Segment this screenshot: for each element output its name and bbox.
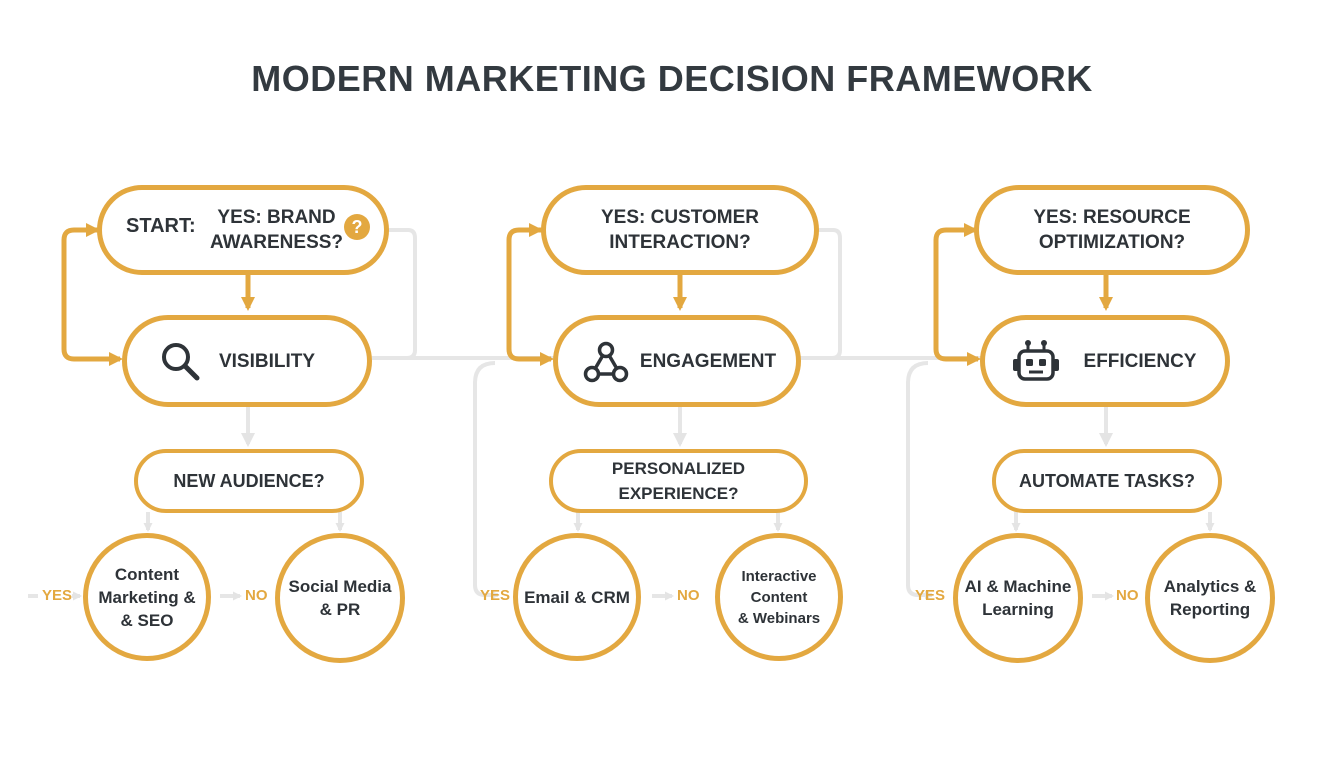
sub-question-text: AUTOMATE TASKS? <box>1019 470 1195 491</box>
sub-question-automate-tasks: AUTOMATE TASKS? <box>992 449 1222 513</box>
sub-question-text: NEW AUDIENCE? <box>173 470 325 491</box>
outcome-text: AI & Machine Learning <box>964 577 1072 619</box>
no-label: NO <box>677 587 700 604</box>
outcome-text: Social Media & PR <box>288 577 392 619</box>
outcome-social-media-pr: Social Media & PR <box>275 533 405 663</box>
question-text: YES: RESOURCE OPTIMIZATION? <box>1033 207 1191 253</box>
question-node-brand-awareness: YES: BRAND AWARENESS? <box>97 185 389 275</box>
question-icon: ? <box>344 214 370 240</box>
start-label: START: <box>126 215 196 237</box>
stage-label: EFFICIENCY <box>1083 350 1197 372</box>
no-label: NO <box>1116 587 1139 604</box>
connector-col2-yes-rail <box>473 361 500 600</box>
loop-col3 <box>933 227 981 366</box>
stage-node-visibility: VISIBILITY <box>122 315 372 407</box>
magnifier-icon <box>162 343 200 381</box>
stage-node-efficiency: EFFICIENCY <box>980 315 1230 407</box>
question-text: YES: CUSTOMER INTERACTION? <box>600 207 759 253</box>
stage-label: ENGAGEMENT <box>639 350 777 372</box>
connector-col3-yes-rail <box>906 361 934 600</box>
stage-label: VISIBILITY <box>218 350 316 372</box>
outcome-text: Email & CRM <box>524 587 630 607</box>
outcome-text: Content Marketing & & SEO <box>98 564 196 630</box>
sub-question-new-audience: NEW AUDIENCE? <box>134 449 364 513</box>
outcome-ai-machine-learning: AI & Machine Learning <box>953 533 1083 663</box>
yes-label: YES <box>42 587 73 604</box>
outcome-text: Interactive Content & Webinars <box>737 567 821 627</box>
outcome-analytics-reporting: Analytics & Reporting <box>1145 533 1275 663</box>
question-text: YES: BRAND AWARENESS? <box>210 207 344 253</box>
sub-question-text: PERSONALIZED EXPERIENCE? <box>611 459 746 503</box>
loop-col1 <box>61 227 123 366</box>
no-label: NO <box>245 587 268 604</box>
page-title: MODERN MARKETING DECISION FRAMEWORK <box>251 58 1093 99</box>
question-node-resource-optimization: YES: RESOURCE OPTIMIZATION? <box>974 185 1250 275</box>
loop-col2 <box>506 227 554 366</box>
yes-label: YES <box>915 587 946 604</box>
yes-label: YES <box>480 587 511 604</box>
outcome-interactive-content-webinars: Interactive Content & Webinars <box>715 533 843 661</box>
question-node-customer-interaction: YES: CUSTOMER INTERACTION? <box>541 185 819 275</box>
network-icon <box>583 341 629 383</box>
outcome-text: Analytics & Reporting <box>1163 577 1257 619</box>
outcome-email-crm: Email & CRM <box>513 533 641 661</box>
robot-icon <box>1013 340 1059 381</box>
stage-node-engagement: ENGAGEMENT <box>553 315 801 407</box>
outcome-content-marketing-seo: Content Marketing & & SEO <box>83 533 211 661</box>
sub-question-personalized-experience: PERSONALIZED EXPERIENCE? <box>549 449 808 513</box>
